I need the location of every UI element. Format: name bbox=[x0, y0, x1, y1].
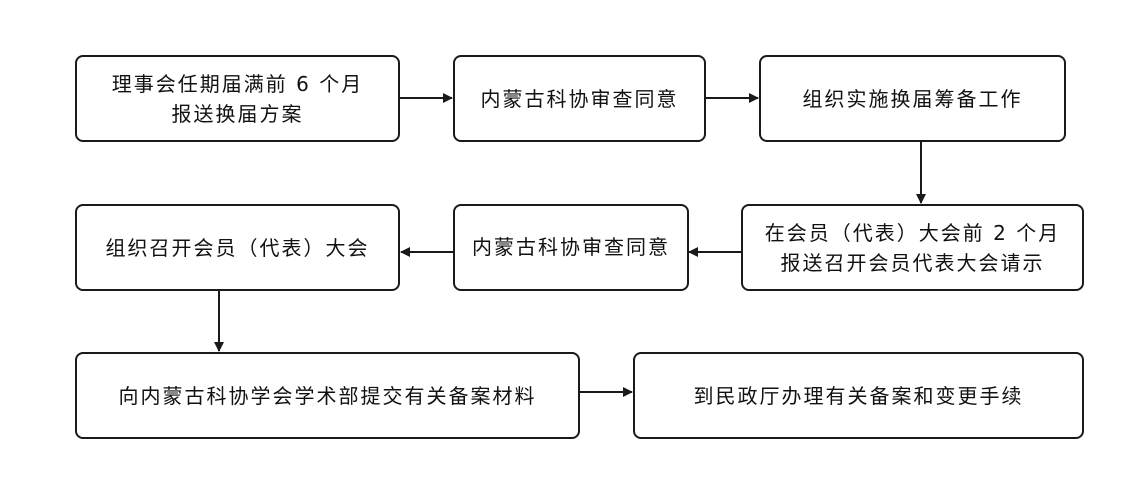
step-7-box: 向内蒙古科协学会学术部提交有关备案材料 bbox=[75, 352, 580, 439]
step-6-box: 组织召开会员（代表）大会 bbox=[75, 204, 400, 291]
step-3-box: 组织实施换届筹备工作 bbox=[759, 55, 1066, 142]
step-1-box: 理事会任期届满前 6 个月 报送换届方案 bbox=[75, 55, 400, 142]
step-8-box: 到民政厅办理有关备案和变更手续 bbox=[633, 352, 1084, 439]
step-1-line-2: 报送换届方案 bbox=[171, 101, 304, 126]
step-4-line-2: 报送召开会员代表大会请示 bbox=[780, 250, 1045, 275]
step-4-line-1: 在会员（代表）大会前 2 个月 bbox=[764, 220, 1061, 245]
step-4-box: 在会员（代表）大会前 2 个月 报送召开会员代表大会请示 bbox=[741, 204, 1084, 291]
step-8-label: 到民政厅办理有关备案和变更手续 bbox=[693, 383, 1024, 408]
step-2-box: 内蒙古科协审查同意 bbox=[453, 55, 706, 142]
step-1-line-1: 理事会任期届满前 6 个月 bbox=[111, 71, 364, 96]
step-5-box: 内蒙古科协审查同意 bbox=[453, 204, 689, 291]
step-3-label: 组织实施换届筹备工作 bbox=[802, 86, 1023, 111]
step-5-label: 内蒙古科协审查同意 bbox=[472, 235, 670, 259]
step-2-label: 内蒙古科协审查同意 bbox=[480, 86, 679, 111]
step-6-label: 组织召开会员（代表）大会 bbox=[105, 235, 370, 260]
step-7-label: 向内蒙古科协学会学术部提交有关备案材料 bbox=[118, 383, 537, 408]
